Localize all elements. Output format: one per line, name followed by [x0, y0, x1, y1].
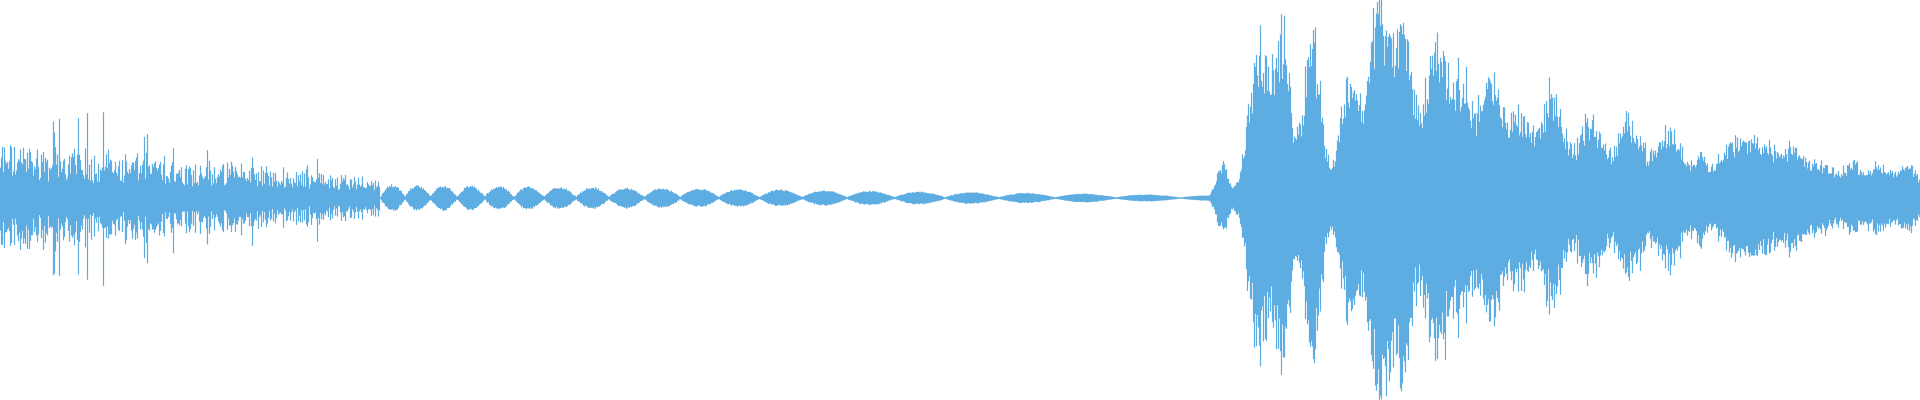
audio-waveform: [0, 0, 1920, 400]
waveform-container: [0, 0, 1920, 400]
waveform-bars: [0, 0, 1920, 400]
waveform-path: [0, 0, 1920, 400]
